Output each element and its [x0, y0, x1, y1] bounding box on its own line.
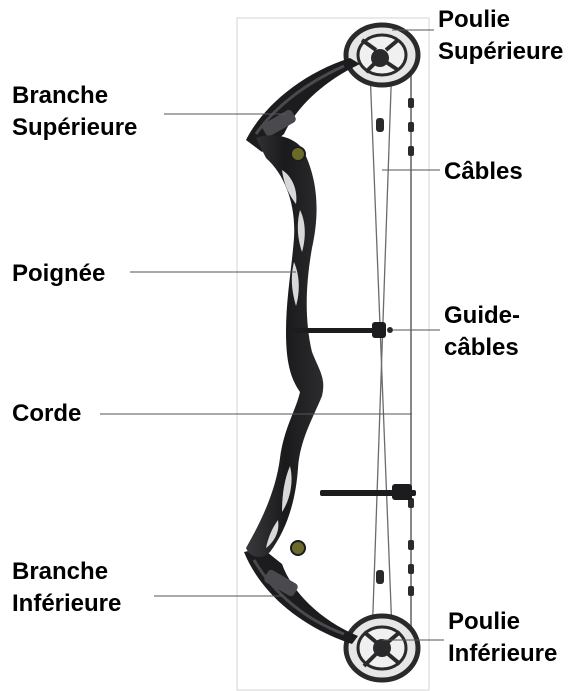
riser-bolt-upper: [291, 147, 305, 161]
upper-cam: [346, 25, 418, 85]
label-guide-cables-line-1: Guide-: [444, 300, 520, 332]
label-branche-inferieure: Branche Inférieure: [12, 556, 121, 620]
label-poulie-superieure-line-2: Supérieure: [438, 36, 563, 68]
label-poulie-inferieure-line-1: Poulie: [448, 606, 557, 638]
label-poulie-inferieure-line-2: Inférieure: [448, 638, 557, 670]
string-and-cables: [370, 60, 414, 640]
label-guide-cables-line-2: câbles: [444, 332, 520, 364]
label-branche-superieure-line-2: Supérieure: [12, 112, 137, 144]
lower-rod: [320, 484, 416, 500]
riser-bolt-lower: [291, 541, 305, 555]
label-guide-cables: Guide- câbles: [444, 300, 520, 364]
label-poignee-text: Poignée: [12, 258, 105, 290]
label-poulie-inferieure: Poulie Inférieure: [448, 606, 557, 670]
label-poulie-superieure-line-1: Poulie: [438, 4, 563, 36]
label-branche-inferieure-line-1: Branche: [12, 556, 121, 588]
label-poignee: Poignée: [12, 258, 105, 290]
label-cables-text: Câbles: [444, 156, 523, 188]
label-branche-superieure: Branche Supérieure: [12, 80, 137, 144]
label-branche-superieure-line-1: Branche: [12, 80, 137, 112]
label-cables: Câbles: [444, 156, 523, 188]
lower-cam: [346, 616, 418, 680]
label-corde-text: Corde: [12, 398, 81, 430]
label-poulie-superieure: Poulie Supérieure: [438, 4, 563, 68]
label-branche-inferieure-line-2: Inférieure: [12, 588, 121, 620]
label-corde: Corde: [12, 398, 81, 430]
